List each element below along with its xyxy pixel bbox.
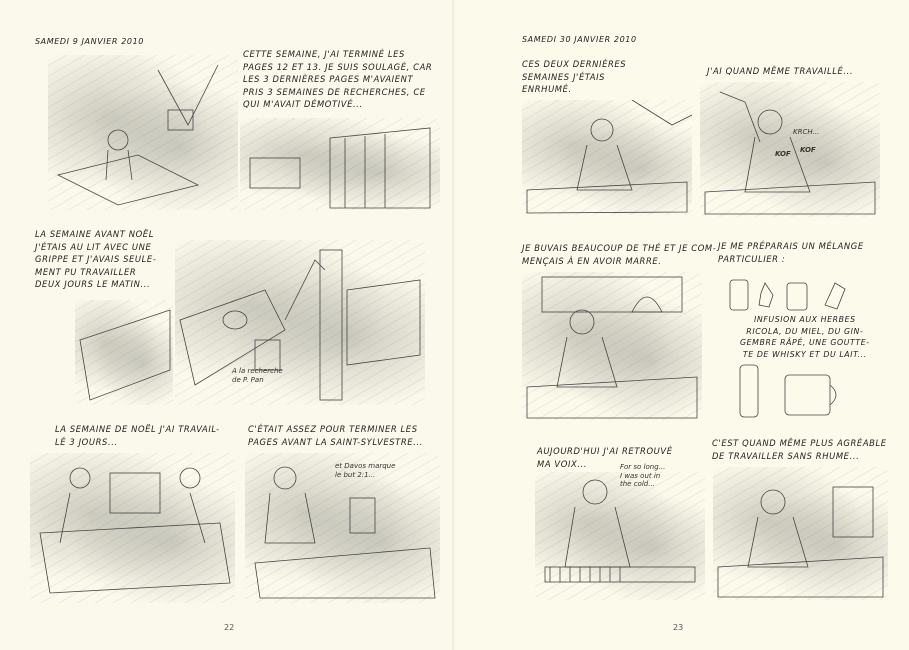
panel-illustration-coughing [700,82,880,217]
left-page: Samedi 9 janvier 2010 Cette semaine, j'a… [30,37,440,632]
ingredient-jars [725,275,865,315]
panel-illustration-radio [245,453,440,603]
panel-caption: J'ai quand même travaillé... [707,66,854,76]
panel-caption: Je buvais beaucoup de thé et je com- men… [522,243,717,266]
panel-illustration-tea [522,272,702,420]
panel-illustration-bed [175,240,425,405]
panel-illustration-piano [535,472,705,600]
panel-illustration-bookshelf [240,118,440,210]
panel-illustration-working [713,467,888,600]
date-heading: Samedi 30 janvier 2010 [522,35,637,44]
panel-caption: C'est quand même plus agréable de travai… [712,438,887,461]
panel-caption: Aujourd'hui j'ai retrouvé ma voix... [537,446,673,469]
song-lyrics: For so long... I was out in the cold... [620,463,666,488]
panel-caption: C'était assez pour terminer les pages av… [248,424,423,447]
whisky-and-mug [730,362,870,420]
page-number: 22 [224,623,235,632]
sfx-kof: KOF [800,146,816,154]
sfx-krch: KRCH... [793,128,820,136]
panel-caption: La semaine de Noël j'ai travail- lé 3 jo… [55,424,220,447]
sfx-kof: KOF [775,150,791,158]
panel-illustration-bed-foot [75,300,173,405]
panel-caption: Ces deux dernières semaines j'étais enrh… [522,59,627,94]
book-note: A la recherche de P. Pan [232,367,283,384]
recipe-text: Infusion aux herbes Ricola, du miel, du … [740,315,870,359]
page-number: 23 [673,623,684,632]
panel-caption: Je me préparais un mélange particulier : [718,241,864,264]
panel-caption: Cette semaine, j'ai terminé les pages 12… [243,49,433,109]
panel-caption: La semaine avant Noël j'étais au lit ave… [35,229,157,289]
book-gutter [452,0,457,650]
panel-illustration-desk [48,55,238,210]
right-page: Samedi 30 janvier 2010 Ces deux dernière… [455,0,909,650]
panel-illustration-sick-desk [522,100,692,215]
date-heading: Samedi 9 janvier 2010 [35,37,144,46]
radio-speech: et Davos marque le but 2:1... [335,462,396,479]
panel-illustration-table [30,453,235,603]
